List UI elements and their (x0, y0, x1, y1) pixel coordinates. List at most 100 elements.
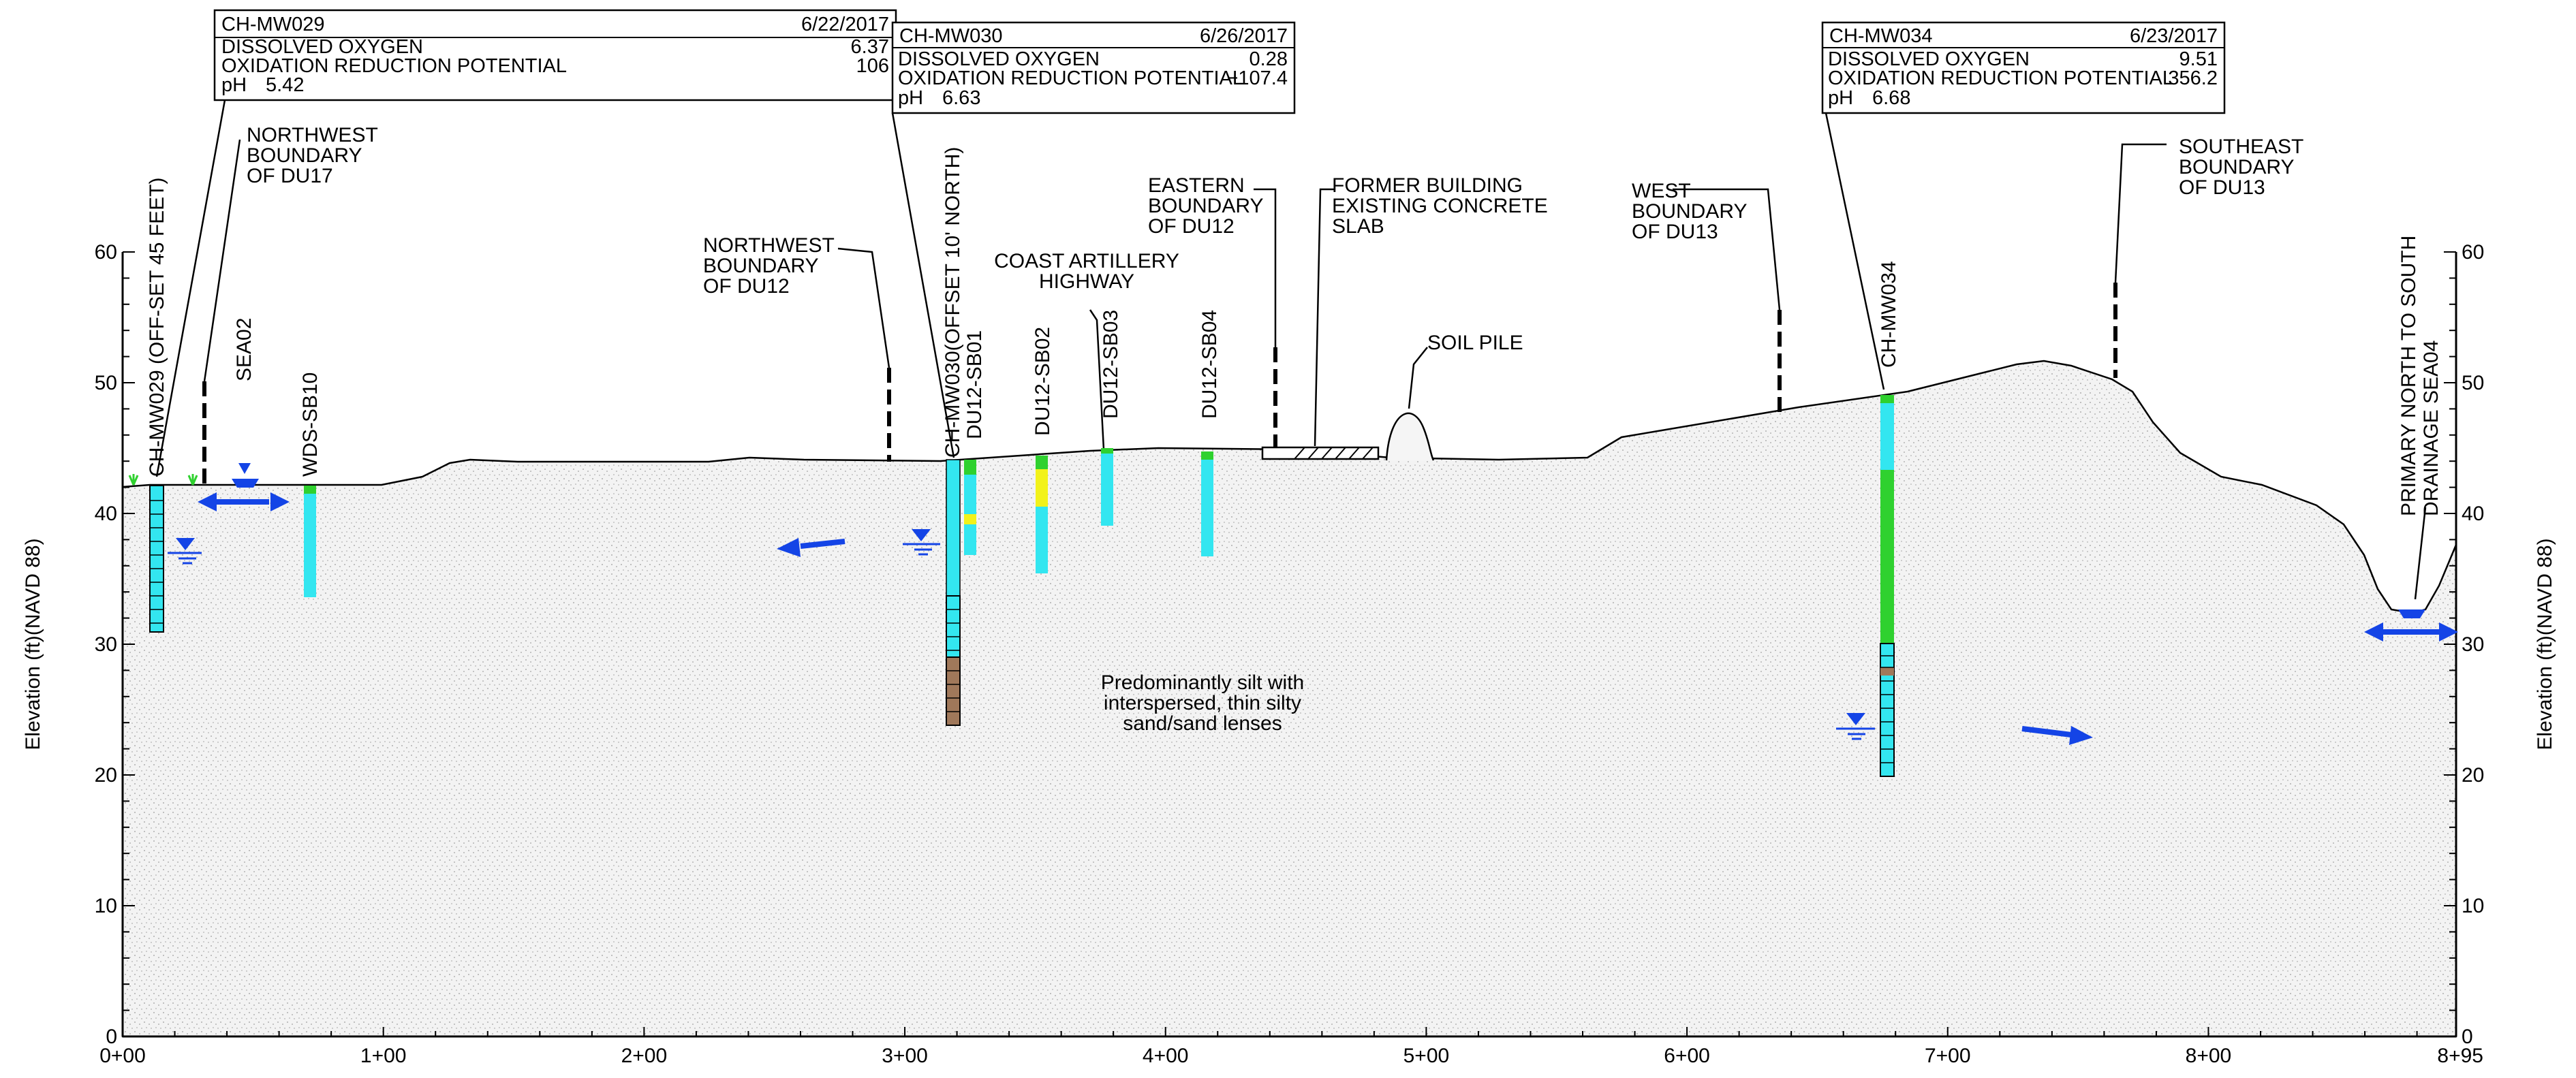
boring-label-mw034: CH-MW034 (1878, 261, 1900, 368)
sea04-water-icon (2398, 609, 2425, 618)
info-box-mw034: CH-MW034 6/23/2017 DISSOLVED OXYGEN 9.51… (1821, 21, 2226, 114)
annotation-eastern-du12: EASTERN BOUNDARY OF DU12 (1148, 174, 1263, 238)
y-tick-label: 20 (95, 764, 117, 787)
boring-column-mw034 (1880, 395, 1895, 777)
boring-label-du12-sb02: DU12-SB02 (1031, 327, 1054, 436)
annotation-soil-pile: SOIL PILE (1427, 332, 1523, 354)
y-tick-label: 10 (95, 895, 117, 917)
annotation-se-du13: SOUTHEAST BOUNDARY OF DU13 (2179, 136, 2303, 199)
svg-text:DRAINAGE SEA04: DRAINAGE SEA04 (2420, 340, 2442, 516)
x-tick-label: 0+00 (99, 1045, 146, 1067)
boring-label-du12-sb01: DU12-SB01 (963, 330, 986, 439)
box-well: CH-MW029 (221, 14, 324, 35)
left-axis-title: Elevation (ft)(NAVD 88) (22, 538, 44, 750)
svg-text:NORTHWEST: NORTHWEST (703, 234, 835, 257)
box-row1-value: 9.51 (2179, 48, 2218, 70)
annotation-nw-du12: NORTHWEST BOUNDARY OF DU12 (703, 234, 835, 298)
box-row1-label: DISSOLVED OXYGEN (221, 36, 423, 58)
box-row3-value: 5.42 (266, 74, 304, 96)
x-tick-label: 2+00 (621, 1045, 668, 1067)
svg-text:sand/sand lenses: sand/sand lenses (1123, 712, 1282, 735)
svg-text:OF DU17: OF DU17 (247, 165, 333, 187)
annotation-drainage: PRIMARY NORTH TO SOUTH DRAINAGE SEA04 (2397, 236, 2442, 516)
flow-arrows (198, 492, 2458, 745)
box-well: CH-MW030 (899, 25, 1002, 47)
boring-label-du12-sb04: DU12-SB04 (1198, 310, 1221, 419)
y-tick-label: 60 (2462, 241, 2484, 264)
svg-text:SLAB: SLAB (1332, 215, 1384, 238)
svg-text:BOUNDARY: BOUNDARY (2179, 156, 2294, 178)
box-row1-label: DISSOLVED OXYGEN (1828, 48, 2030, 70)
box-row3-label: pH (221, 74, 247, 96)
box-date: 6/22/2017 (801, 14, 889, 35)
svg-text:BOUNDARY: BOUNDARY (247, 144, 362, 167)
box-row2-value: −107.4 (1226, 67, 1288, 89)
x-tick-label: 8+95 (2437, 1045, 2483, 1067)
svg-text:OF DU12: OF DU12 (1148, 215, 1235, 238)
boring-label-du12-sb03: DU12-SB03 (1100, 310, 1122, 419)
leader-mw029 (155, 99, 226, 477)
box-row2-label: OXIDATION REDUCTION POTENTIAL (1828, 67, 2173, 89)
svg-text:HIGHWAY: HIGHWAY (1039, 270, 1134, 293)
box-row3-value: 6.63 (942, 87, 980, 109)
svg-text:OF DU13: OF DU13 (2179, 176, 2265, 199)
annotation-coast-artillery: COAST ARTILLERY HIGHWAY (994, 250, 1179, 293)
y-tick-label: 50 (95, 372, 117, 394)
annotation-west-du13: WEST BOUNDARY OF DU13 (1632, 180, 1747, 243)
right-y-ticks: 0 10 20 30 40 50 60 (2444, 241, 2484, 1048)
grass-icon (128, 474, 198, 486)
former-building-slab (1261, 446, 1380, 460)
box-row3-label: pH (1828, 87, 1853, 109)
box-row1-value: 0.28 (1250, 48, 1288, 70)
box-row1-value: 6.37 (851, 36, 889, 58)
y-tick-label: 50 (2462, 372, 2484, 394)
y-tick-label: 10 (2462, 895, 2484, 917)
water-table-icon (168, 538, 202, 565)
svg-text:OF DU12: OF DU12 (703, 275, 790, 298)
boring-label-mw029: CH-MW029 (OFF-SET 45 FEET) (146, 178, 168, 477)
boring-column-du12-sb02 (1036, 456, 1048, 573)
x-tick-label: 3+00 (882, 1045, 928, 1067)
svg-text:WEST: WEST (1632, 180, 1691, 202)
svg-text:NORTHWEST: NORTHWEST (247, 124, 378, 146)
svg-text:COAST ARTILLERY: COAST ARTILLERY (994, 250, 1179, 272)
x-tick-label: 8+00 (2186, 1045, 2232, 1067)
soil-pile-shape (1385, 412, 1435, 461)
boring-label-wds-sb10: WDS-SB10 (299, 372, 322, 477)
annotation-leaders (203, 139, 2427, 600)
box-row1-label: DISSOLVED OXYGEN (898, 48, 1100, 70)
y-tick-label: 30 (2462, 633, 2484, 656)
svg-text:PRIMARY NORTH TO SOUTH: PRIMARY NORTH TO SOUTH (2397, 236, 2420, 516)
annotation-nw-du17: NORTHWEST BOUNDARY OF DU17 (247, 124, 378, 187)
box-row2-value: 356.2 (2168, 67, 2218, 89)
x-tick-label: 4+00 (1143, 1045, 1189, 1067)
svg-text:BOUNDARY: BOUNDARY (1148, 195, 1263, 217)
boring-column-du12-sb04 (1201, 451, 1213, 556)
svg-text:EXISTING CONCRETE: EXISTING CONCRETE (1332, 195, 1548, 217)
svg-text:SOUTHEAST: SOUTHEAST (2179, 136, 2303, 158)
box-row2-label: OXIDATION REDUCTION POTENTIAL (221, 55, 567, 77)
info-box-mw029: CH-MW029 6/22/2017 DISSOLVED OXYGEN 6.37… (213, 9, 897, 101)
y-tick-label: 0 (2462, 1026, 2473, 1048)
box-row2-label: OXIDATION REDUCTION POTENTIAL (898, 67, 1243, 89)
boring-label-sea02: SEA02 (233, 318, 255, 381)
x-tick-label: 6+00 (1664, 1045, 1710, 1067)
leader-mw034 (1825, 112, 1885, 390)
right-axis-title: Elevation (ft)(NAVD 88) (2534, 538, 2556, 750)
y-tick-label: 40 (95, 503, 117, 525)
x-tick-label: 7+00 (1925, 1045, 1971, 1067)
box-date: 6/23/2017 (2130, 25, 2218, 47)
y-tick-label: 20 (2462, 764, 2484, 787)
boring-column-du12-sb03 (1101, 448, 1113, 526)
box-well: CH-MW034 (1829, 25, 1932, 47)
boring-column-mw029 (149, 485, 164, 633)
svg-text:FORMER BUILDING: FORMER BUILDING (1332, 174, 1523, 197)
annotation-former-building: FORMER BUILDING EXISTING CONCRETE SLAB (1332, 174, 1548, 238)
box-date: 6/26/2017 (1200, 25, 1288, 47)
y-tick-label: 40 (2462, 503, 2484, 525)
boring-label-mw030: CH-MW030(OFFSET 10' NORTH) (942, 147, 964, 458)
sea02-water-icon (232, 463, 259, 488)
